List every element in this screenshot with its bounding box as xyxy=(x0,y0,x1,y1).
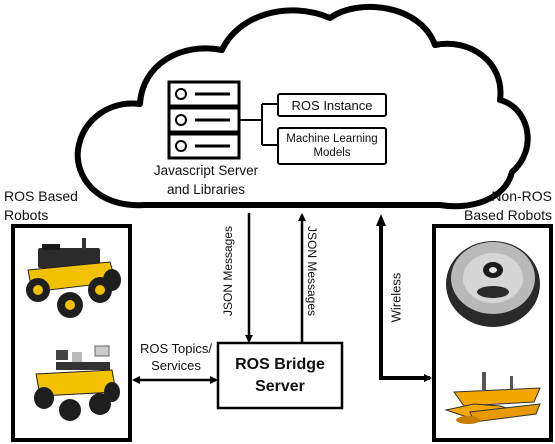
atv-robot-image xyxy=(26,238,121,318)
js-server-line1: Javascript Server xyxy=(153,163,259,178)
server-connector xyxy=(239,103,278,146)
js-server-line2: and Libraries xyxy=(166,182,246,197)
js-server-label: Javascript Server and Libraries xyxy=(140,160,272,200)
ml-models-box xyxy=(277,127,387,165)
ml-models-label: Machine Learning Models xyxy=(278,128,386,164)
wireless-label: Wireless xyxy=(388,272,404,323)
ml-models-line1: Machine Learning xyxy=(286,133,378,145)
json-up-label: JSON Messages xyxy=(305,226,319,317)
json-down-label: JSON Messages xyxy=(221,225,235,316)
wireless-arrow-head-up xyxy=(376,214,386,226)
non-ros-robots-title-line1: Non-ROS xyxy=(491,188,552,204)
boat-robot-image xyxy=(444,372,541,424)
bridge-server-line2: Server xyxy=(255,377,305,395)
ros-topics-line1: ROS Topics/ xyxy=(139,341,212,356)
ros-instance-label: ROS Instance xyxy=(291,97,373,113)
ros-robots-title-line2: Robots xyxy=(4,207,49,223)
non-ros-robots-title: Non-ROS Based Robots xyxy=(440,187,552,225)
ros-topics-line2: Services xyxy=(151,358,201,373)
ros-robots-title: ROS Based Robots xyxy=(4,187,78,225)
wireless-link xyxy=(379,222,432,382)
bridge-server-box xyxy=(216,341,344,410)
ros-robots-title-line1: ROS Based xyxy=(4,188,78,204)
bridge-server-label: ROS Bridge Server xyxy=(218,343,342,408)
bridge-server-line1: ROS Bridge xyxy=(235,355,325,373)
ml-models-line2: Models xyxy=(313,147,351,159)
roomba-robot-image xyxy=(446,241,540,327)
ugv-robot-image xyxy=(34,345,120,421)
ros-topics-label: ROS Topics/ Services xyxy=(134,340,218,374)
non-ros-robots-title-line2: Based Robots xyxy=(464,207,552,223)
ros-instance-box xyxy=(277,93,387,117)
server-rack-icon xyxy=(167,80,241,160)
